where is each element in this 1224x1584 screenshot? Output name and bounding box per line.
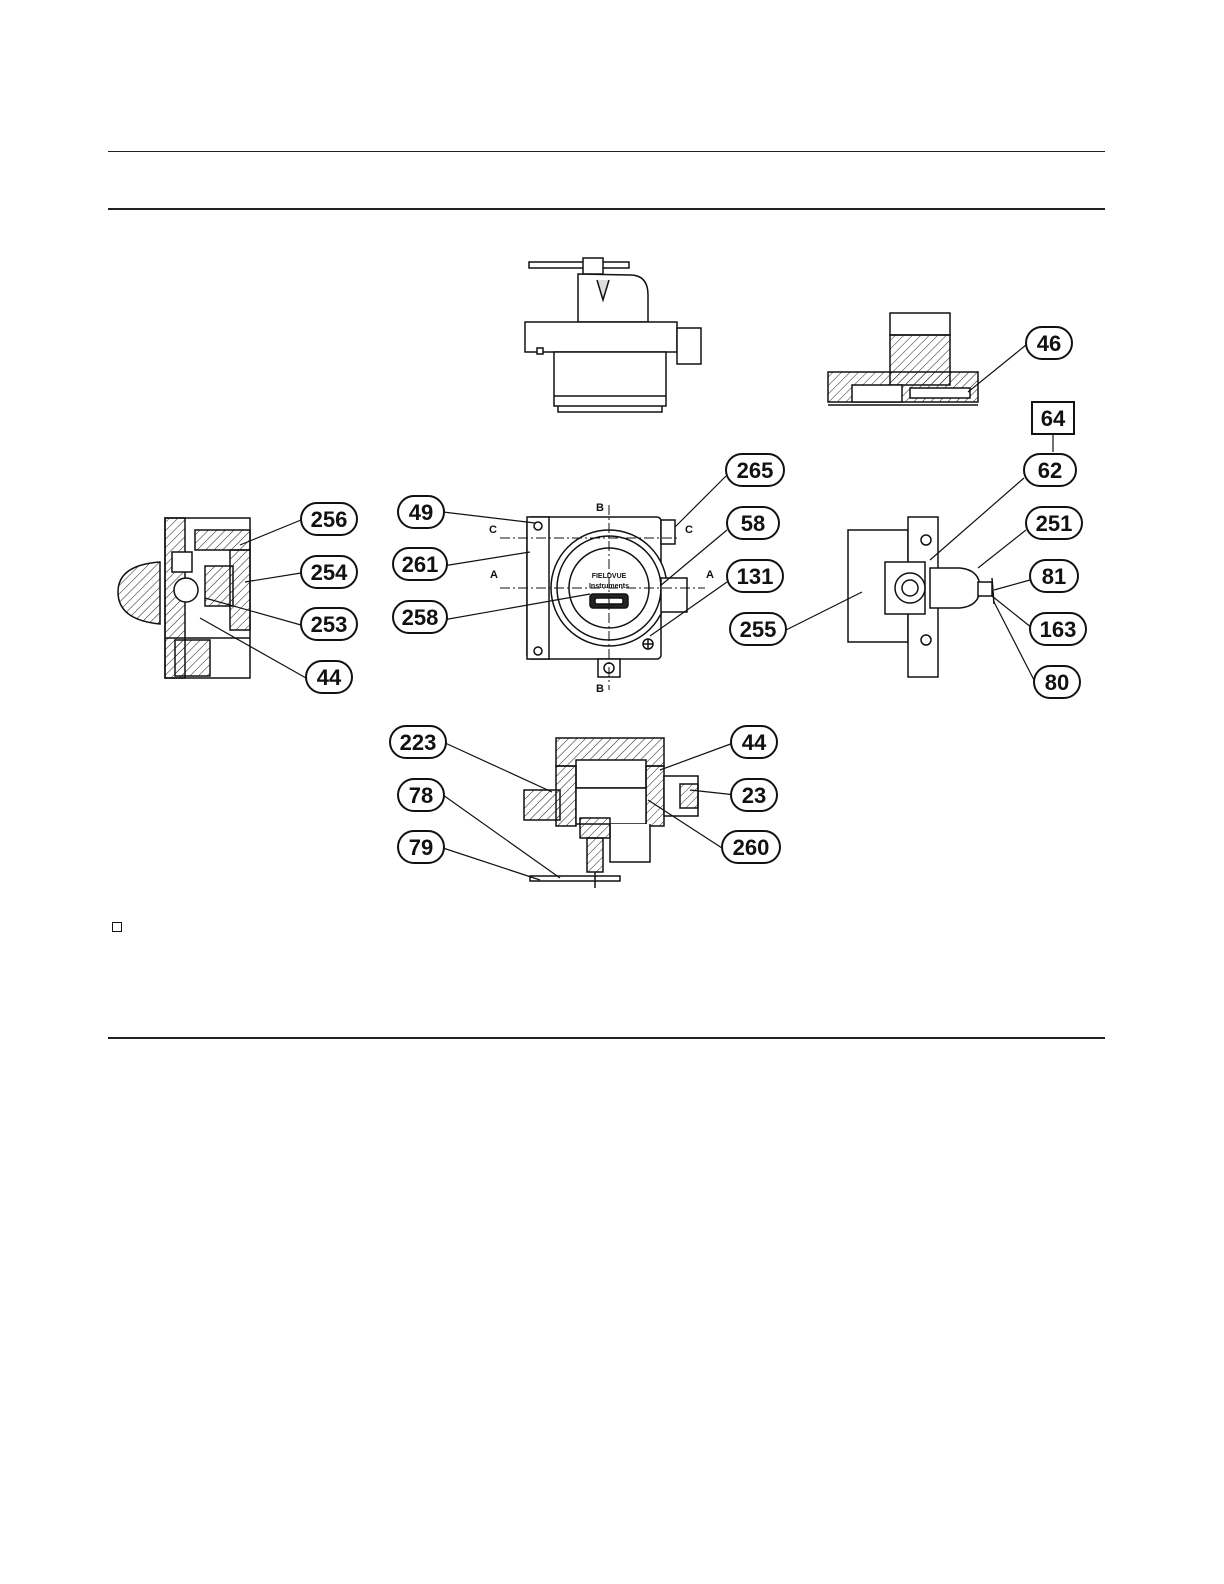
section-mark-c-right: C [685,524,693,536]
callout-23: 23 [742,783,766,808]
callout-44-bottom: 44 [742,730,767,755]
side-section-view [828,313,978,405]
callout-223: 223 [400,730,437,755]
callout-64: 64 [1041,406,1066,431]
right-side-view [848,517,994,677]
callout-261: 261 [402,552,439,577]
callout-131: 131 [737,564,774,589]
callout-58: 58 [741,511,765,536]
callout-254: 254 [311,560,348,585]
callout-78: 78 [409,783,433,808]
callout-44: 44 [317,665,342,690]
callout-253: 253 [311,612,348,637]
section-mark-c-left: C [489,524,497,536]
bottom-section-view [524,738,698,888]
callout-255: 255 [740,617,777,642]
section-mark-b-bottom: B [596,683,604,695]
callout-79: 79 [409,835,433,860]
callout-260: 260 [733,835,770,860]
callout-163: 163 [1040,617,1077,642]
callout-251: 251 [1036,511,1073,536]
section-mark-a-right: A [706,569,714,581]
callout-62: 62 [1038,458,1062,483]
left-section-view [118,518,250,678]
section-mark-a-left: A [490,569,498,581]
callout-265: 265 [737,458,774,483]
callout-46: 46 [1037,331,1061,356]
front-view [500,505,705,690]
callout-81: 81 [1042,564,1066,589]
nameplate-brand: FIELDVUE [592,573,627,580]
nameplate-sub: Instruments [589,583,629,590]
callout-258: 258 [402,605,439,630]
callout-256: 256 [311,507,348,532]
callout-49: 49 [409,500,433,525]
section-mark-b-top: B [596,502,604,514]
callout-80: 80 [1045,670,1069,695]
top-view [525,258,701,412]
